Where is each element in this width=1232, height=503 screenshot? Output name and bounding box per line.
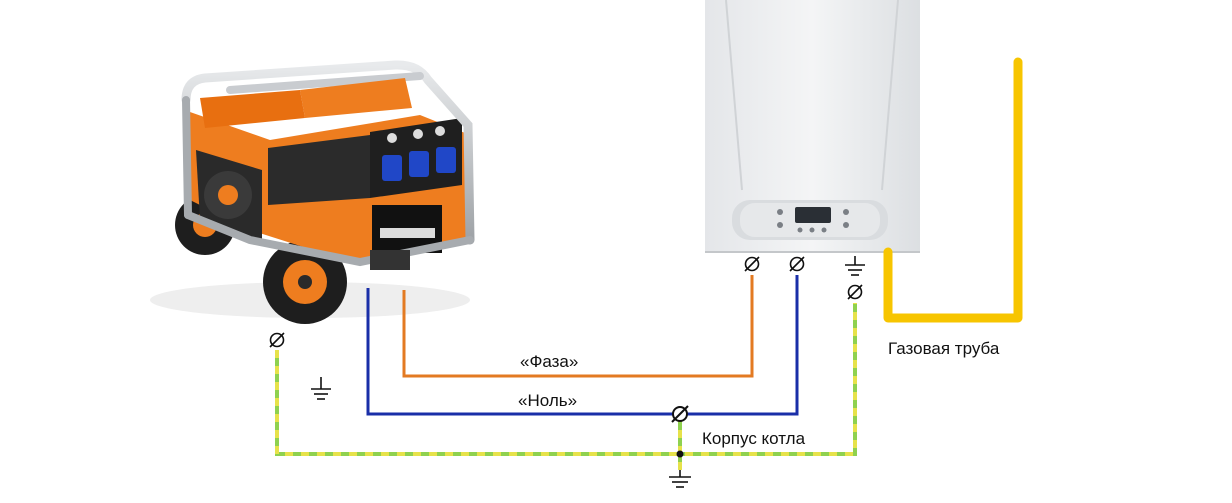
- terminal-icon: [671, 405, 689, 423]
- gas-pipe-label: Газовая труба: [888, 339, 1000, 358]
- wheel-icon: [263, 240, 347, 324]
- socket-icon: [382, 147, 456, 181]
- gas-pipe: [883, 57, 1023, 323]
- boiler-icon: [705, 0, 920, 253]
- ground-icon: [311, 377, 331, 400]
- neutral-label: «Ноль»: [518, 391, 577, 410]
- generator-icon: [150, 60, 475, 324]
- terminal-icon: [269, 332, 285, 348]
- phase-wire: [402, 275, 754, 378]
- boiler-body-label: Корпус котла: [702, 429, 806, 448]
- terminal-icon: [847, 284, 863, 300]
- ground-wire: [275, 303, 857, 470]
- terminal-icon: [744, 256, 760, 272]
- ground-icon: [669, 450, 691, 488]
- ground-icon: [845, 256, 865, 276]
- phase-label: «Фаза»: [520, 352, 578, 371]
- neutral-wire: [366, 275, 799, 416]
- display-icon: [795, 207, 831, 223]
- terminal-icon: [789, 256, 805, 272]
